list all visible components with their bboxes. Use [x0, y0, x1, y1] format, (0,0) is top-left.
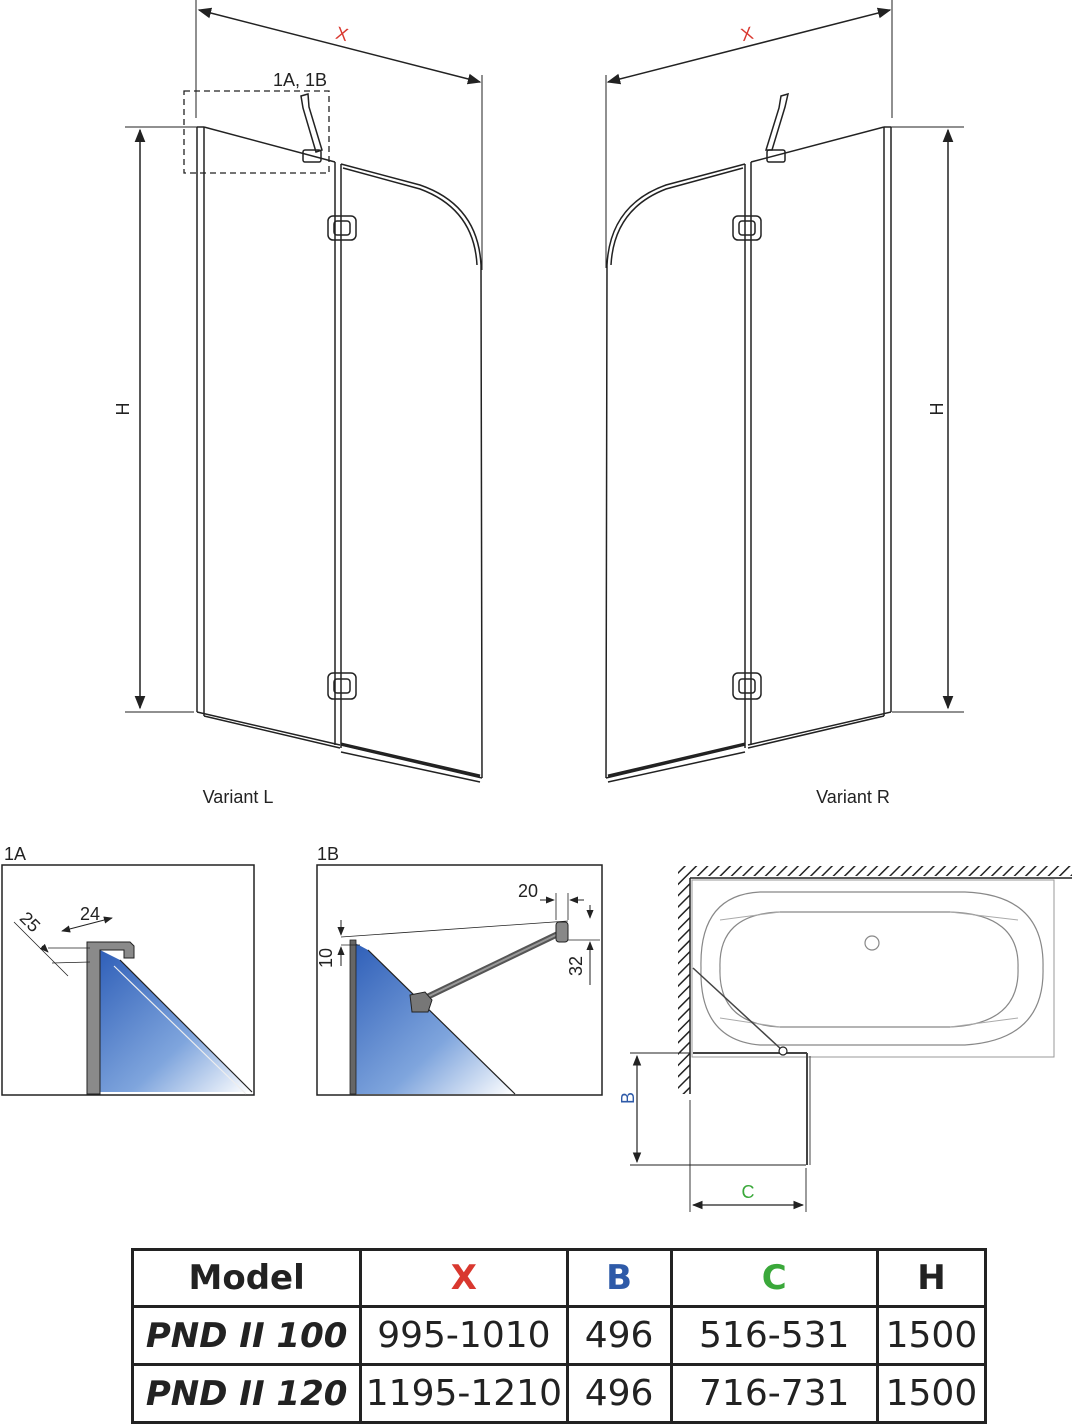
row-b: 496 [565, 1305, 673, 1366]
detail-1b-dim-32: 32 [566, 956, 586, 976]
dimensions-table: Model X B C H PND II 100 995-1010 496 51… [130, 1248, 988, 1424]
detail-1a-dim-24: 24 [80, 904, 100, 924]
detail-1a-title: 1A [4, 844, 26, 864]
detail-1b-title: 1B [317, 844, 339, 864]
row-h: 1500 [875, 1363, 988, 1424]
row-b: 496 [565, 1363, 673, 1424]
variant-right-caption: Variant R [816, 787, 890, 807]
technical-drawing: X X H H 1A, 1B Variant L Variant R 1A 25… [1, 0, 1072, 1212]
table-row: PND II 120 1195-1210 496 716-731 1500 [130, 1363, 988, 1424]
row-x: 995-1010 [359, 1305, 569, 1366]
header-b: B [565, 1248, 673, 1308]
row-c: 716-731 [669, 1363, 879, 1424]
variant-r-drawing [605, 0, 964, 783]
variant-r-x-dimension [606, 7, 892, 85]
row-h: 1500 [875, 1305, 988, 1366]
variant-r-h-label: H [927, 403, 947, 416]
detail-1a [1, 864, 255, 1096]
header-h: H [875, 1248, 988, 1308]
header-x: X [359, 1248, 569, 1308]
row-x: 1195-1210 [359, 1363, 569, 1424]
table-row: PND II 100 995-1010 496 516-531 1500 [130, 1305, 988, 1366]
detail-1b-dim-20: 20 [518, 881, 538, 901]
c-dimension-label: C [742, 1182, 755, 1202]
row-model: PND II 120 [130, 1363, 363, 1424]
bathtub-plan [630, 866, 1072, 1212]
table-header-row: Model X B C H [130, 1248, 988, 1308]
header-c: C [669, 1248, 879, 1308]
variant-left-caption: Variant L [203, 787, 274, 807]
row-c: 516-531 [669, 1305, 879, 1366]
variant-l-h-label: H [113, 403, 133, 416]
header-model: Model [130, 1248, 363, 1308]
variant-l-drawing [125, 0, 483, 783]
b-dimension-label: B [618, 1092, 638, 1104]
callout-label: 1A, 1B [273, 70, 327, 90]
variant-l-x-dimension [197, 7, 482, 85]
detail-1b-dim-10: 10 [316, 948, 336, 968]
variant-l-x-label: X [334, 23, 350, 45]
detail-1b [316, 864, 603, 1096]
variant-r-x-label: X [739, 23, 755, 45]
row-model: PND II 100 [130, 1305, 363, 1366]
